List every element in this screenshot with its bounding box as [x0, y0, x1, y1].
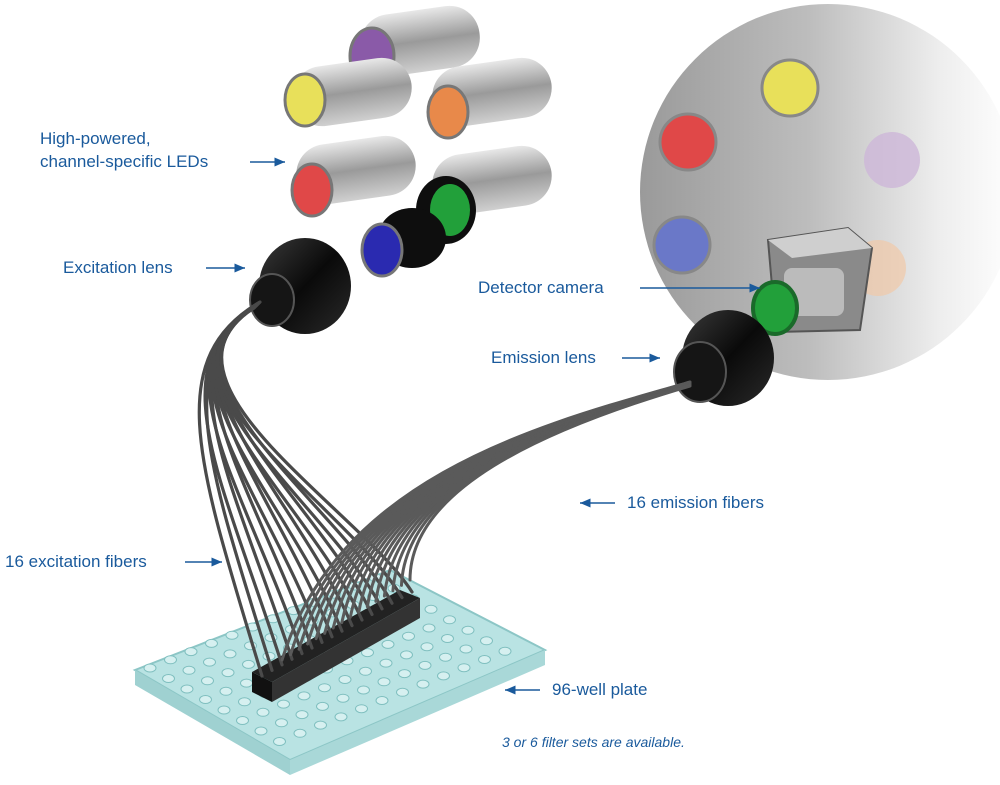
well — [254, 726, 268, 736]
well — [361, 648, 374, 658]
led-modules — [283, 5, 552, 278]
well — [199, 695, 212, 704]
well — [379, 658, 393, 668]
well — [359, 666, 372, 676]
label-well-plate: 96-well plate — [552, 680, 648, 699]
well — [381, 639, 395, 649]
label-leds-line2: channel-specific LEDs — [40, 152, 209, 171]
well — [273, 737, 286, 746]
well — [398, 669, 411, 679]
excitation-fiber — [220, 306, 414, 594]
well — [461, 625, 475, 635]
well — [443, 615, 456, 625]
well — [396, 687, 409, 697]
label-excitation-lens: Excitation lens — [63, 258, 173, 277]
well — [256, 707, 270, 717]
well — [459, 644, 473, 654]
well — [277, 699, 290, 709]
well — [422, 623, 436, 633]
led-red — [290, 135, 416, 218]
excitation-lens — [249, 238, 351, 334]
well — [416, 679, 430, 689]
well — [184, 647, 198, 657]
label-excitation-fibers: 16 excitation fibers — [5, 552, 147, 571]
well — [238, 697, 251, 707]
well — [420, 642, 434, 652]
well — [400, 650, 413, 660]
well — [402, 631, 415, 641]
well — [221, 668, 235, 678]
well — [314, 720, 327, 730]
well — [437, 671, 450, 681]
wheel-filter-red — [658, 112, 718, 172]
emission-fibers — [280, 380, 692, 662]
well — [182, 665, 196, 675]
well — [355, 704, 368, 714]
wheel-filter-blue — [652, 215, 712, 275]
well — [203, 657, 216, 667]
well — [424, 604, 438, 614]
led-blue — [360, 208, 446, 278]
well — [318, 683, 331, 693]
well — [236, 716, 249, 725]
well — [478, 655, 491, 664]
filter-sets-note: 3 or 6 filter sets are available. — [502, 734, 685, 750]
label-leds-line1: High-powered, — [40, 129, 151, 148]
excitation-fibers — [197, 300, 414, 678]
well — [225, 630, 239, 640]
emission-fiber — [408, 384, 692, 582]
well — [498, 646, 512, 656]
led-yellow — [283, 57, 412, 128]
well — [377, 677, 391, 687]
wheel-filter-purple — [864, 132, 920, 188]
well — [457, 663, 471, 673]
well — [143, 663, 157, 673]
well — [275, 718, 288, 728]
label-detector-camera: Detector camera — [478, 278, 604, 297]
well — [223, 649, 237, 659]
well — [338, 675, 352, 684]
well — [480, 636, 493, 646]
well — [180, 684, 194, 694]
well — [439, 652, 452, 662]
emission-lens — [673, 310, 774, 406]
wheel-filter-yellow — [760, 58, 820, 118]
label-emission-fibers: 16 emission fibers — [627, 493, 765, 512]
well — [295, 710, 309, 720]
led-orange — [426, 57, 552, 140]
well — [297, 691, 311, 701]
label-arrows — [185, 157, 760, 695]
well — [164, 655, 177, 665]
well — [418, 660, 432, 670]
well — [240, 678, 253, 688]
detector-camera — [751, 226, 874, 336]
well — [336, 693, 350, 703]
well — [205, 638, 218, 648]
well — [217, 705, 231, 715]
well — [242, 659, 255, 669]
well — [441, 634, 454, 643]
well — [357, 685, 370, 695]
well — [219, 686, 233, 696]
well — [162, 674, 175, 683]
well — [201, 676, 214, 686]
well — [375, 696, 389, 705]
well — [316, 701, 329, 711]
well — [293, 728, 307, 738]
label-emission-lens: Emission lens — [491, 348, 596, 367]
well — [334, 712, 348, 722]
